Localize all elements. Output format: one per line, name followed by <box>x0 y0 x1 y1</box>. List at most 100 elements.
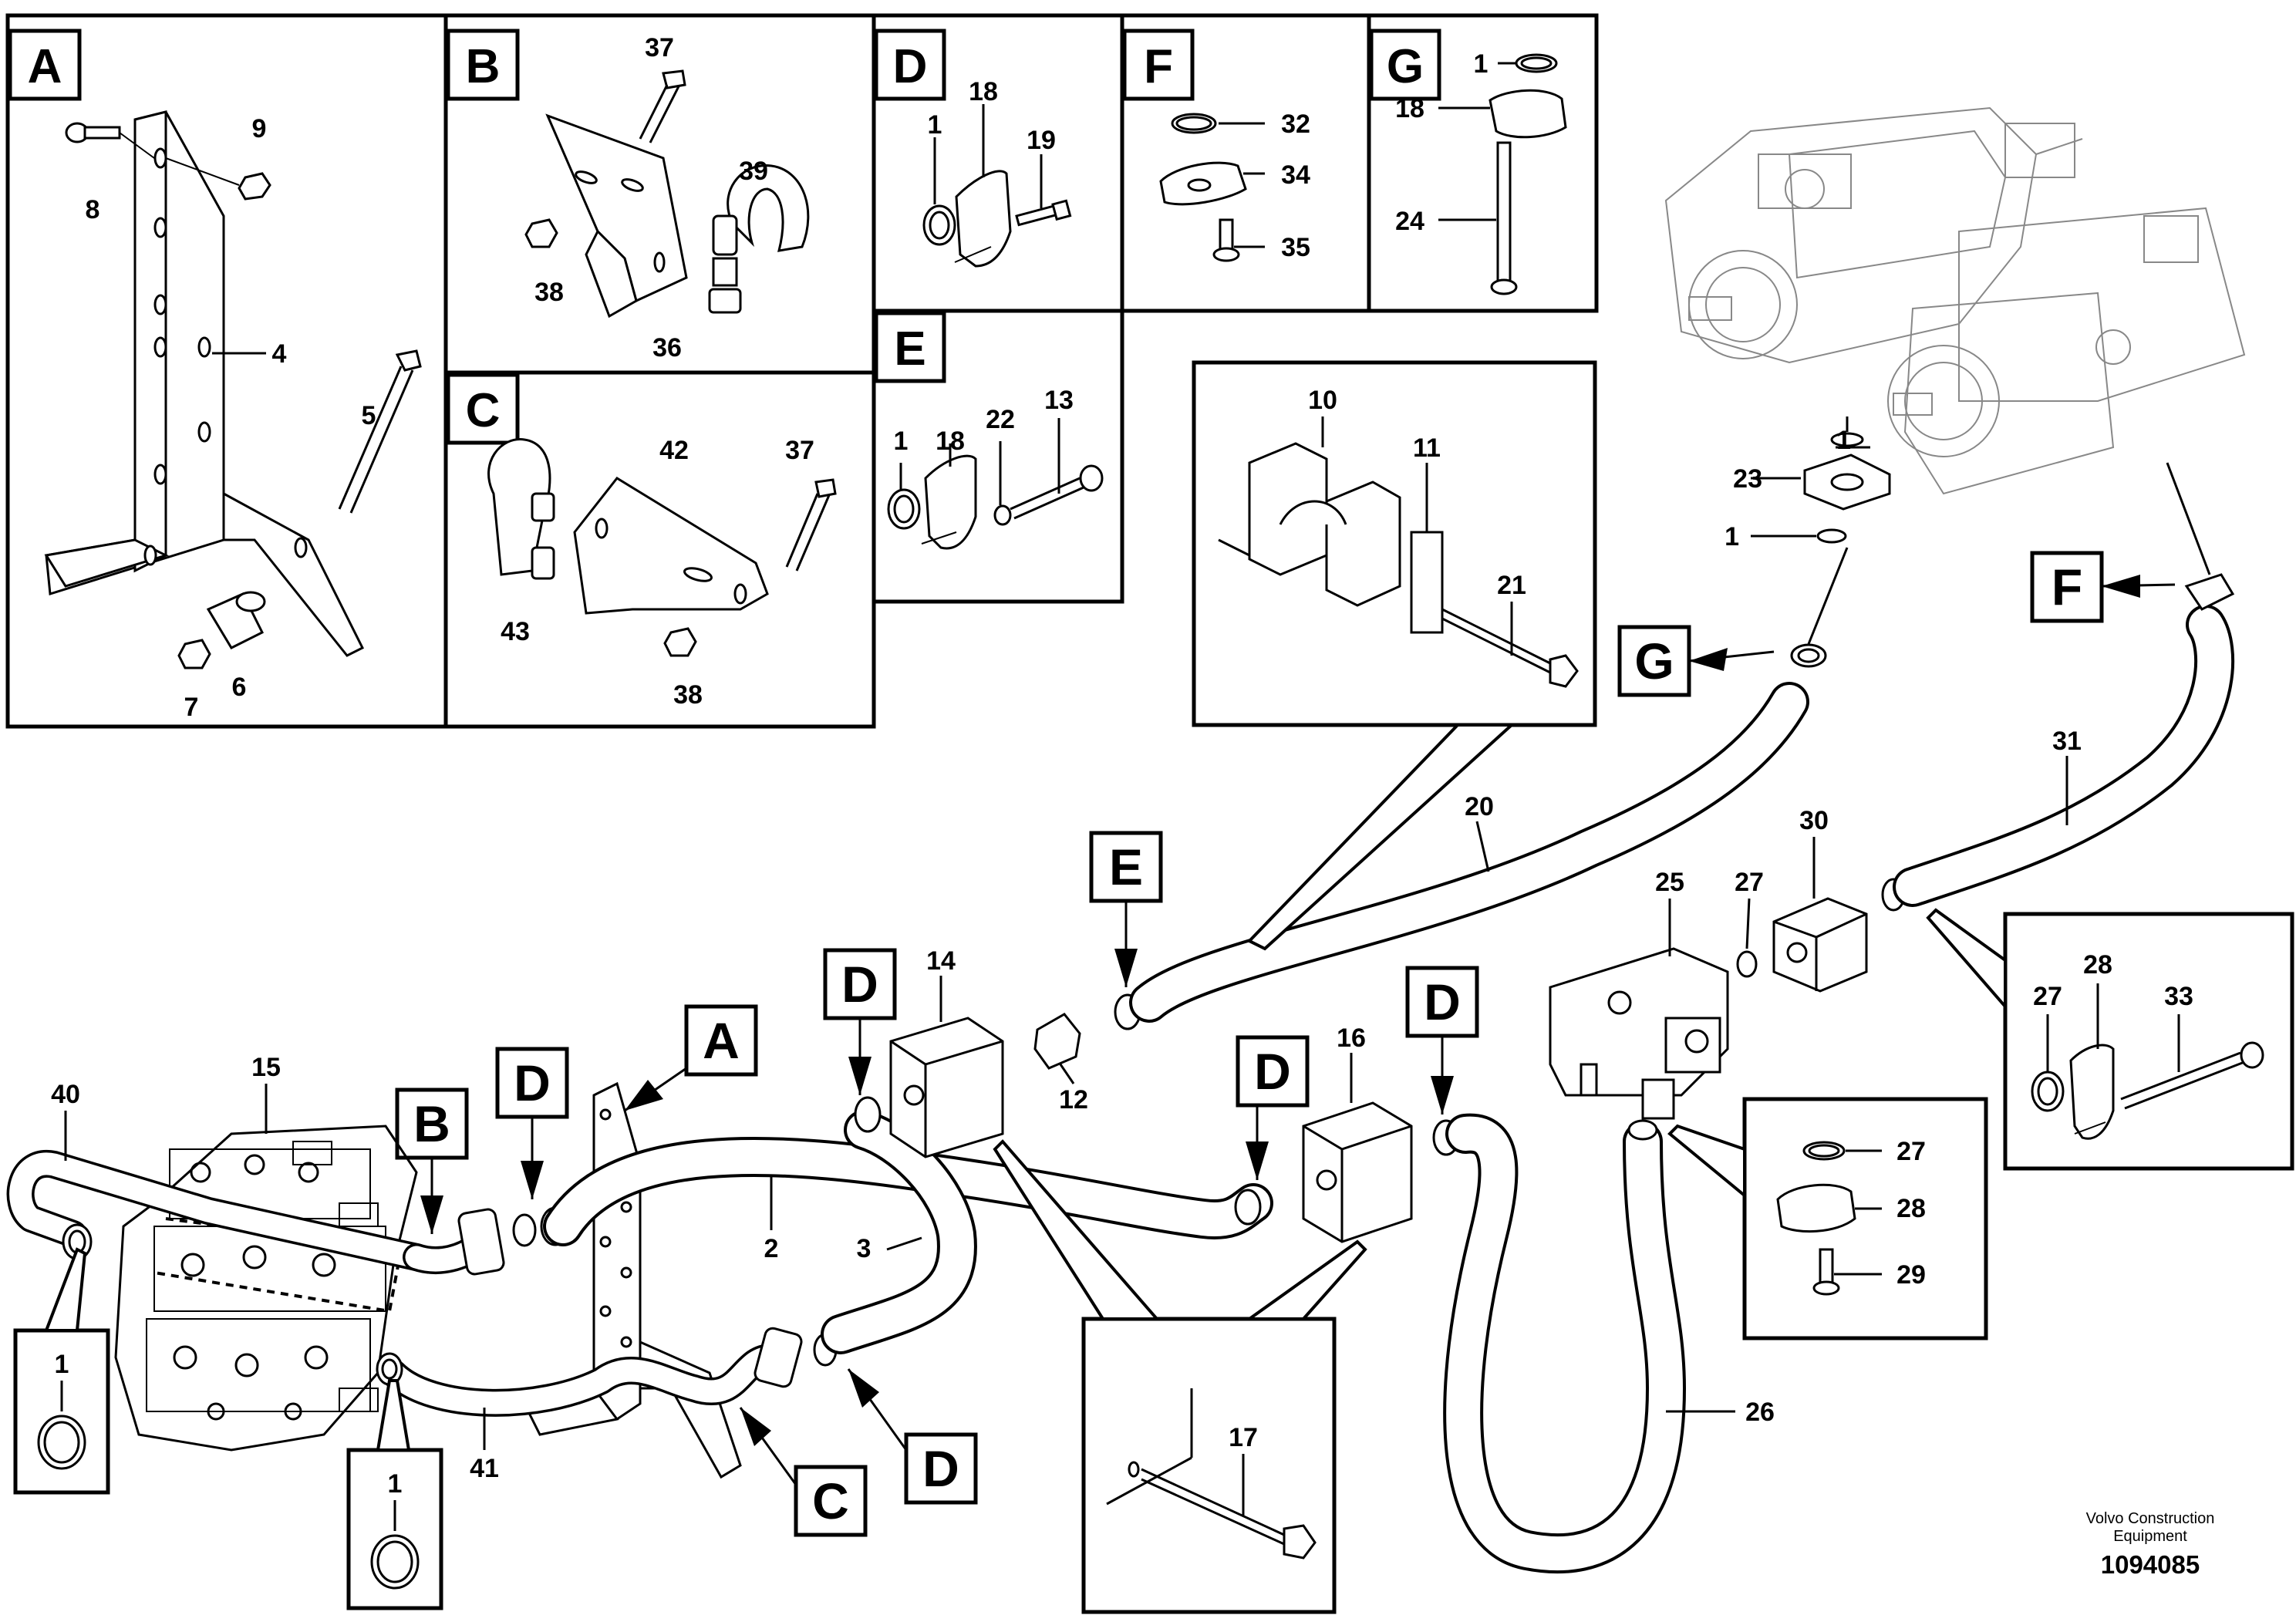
callout-a: A <box>703 1012 740 1069</box>
callout-d-1: D <box>841 956 878 1013</box>
detail-28-box-2 <box>1742 1097 1988 1340</box>
callout-d-2: D <box>1254 1043 1291 1100</box>
panel-f-part-34: 34 <box>1281 160 1310 190</box>
panel-a-part-5: 5 <box>362 401 376 430</box>
panel-b-part-39: 39 <box>739 157 768 186</box>
detail-28-drawing-2 <box>1776 1141 1856 1296</box>
panel-b-label: B <box>466 40 501 93</box>
panel-c-part-38: 38 <box>673 680 703 710</box>
callout-b: B <box>413 1095 450 1152</box>
panel-a-part-6: 6 <box>232 673 247 702</box>
panel-g-part-18: 18 <box>1395 94 1424 123</box>
panel-g-label: G <box>1387 40 1424 93</box>
main-part-1-top: 1 <box>1836 426 1851 455</box>
main-part-31: 31 <box>2052 727 2082 756</box>
panel-a-bracket-drawing <box>44 110 422 669</box>
detail-1-part-33: 33 <box>2164 982 2193 1011</box>
panel-letter-boxes <box>8 29 1441 445</box>
panel-a-part-9: 9 <box>252 114 267 143</box>
callout-d-5: D <box>922 1440 959 1497</box>
main-part-16: 16 <box>1337 1023 1366 1053</box>
callout-e: E <box>1109 838 1143 895</box>
main-part-14: 14 <box>926 946 956 976</box>
panel-a-part-7: 7 <box>184 693 199 722</box>
panel-f-part-32: 32 <box>1281 110 1310 139</box>
main-part-41: 41 <box>470 1454 499 1483</box>
detail-2-part-29: 29 <box>1896 1260 1926 1290</box>
callout-f: F <box>2052 558 2082 615</box>
callout-a-box <box>684 1004 758 1077</box>
adapter-12 <box>1033 1013 1081 1070</box>
panel-frames <box>5 13 1599 729</box>
valve-25 <box>1549 947 1729 1120</box>
panel-a-part-4: 4 <box>272 339 287 369</box>
detail-1-part-28: 28 <box>2083 950 2112 980</box>
panel-c-part-43: 43 <box>501 617 530 646</box>
panel-b-part-37: 37 <box>645 33 674 62</box>
main-part-30: 30 <box>1799 806 1829 835</box>
block-16 <box>1302 1101 1413 1243</box>
panel-e-part-13: 13 <box>1044 386 1074 415</box>
main-part-26: 26 <box>1745 1398 1775 1427</box>
main-part-27: 27 <box>1735 868 1764 897</box>
panel-b-plate-drawing <box>524 69 810 319</box>
panel-e-part-1: 1 <box>894 427 909 456</box>
detail-28-drawing-1 <box>2031 1041 2264 1140</box>
panel-a-label: A <box>28 40 62 93</box>
panel-a-part-8: 8 <box>86 195 100 224</box>
footer-company-line1: Volvo Construction <box>2086 1510 2215 1527</box>
main-part-2: 2 <box>764 1234 779 1263</box>
detail-part-10: 10 <box>1308 386 1337 415</box>
main-part-15: 15 <box>251 1053 281 1082</box>
block-14 <box>889 1017 1004 1158</box>
panel-f-label: F <box>1144 40 1173 93</box>
ring-right-part-1: 1 <box>388 1469 403 1499</box>
main-part-20: 20 <box>1465 792 1494 821</box>
detail-28-box-1 <box>2003 912 2294 1171</box>
hydraulic-pump-drawing <box>1664 106 2246 495</box>
main-part-25: 25 <box>1655 868 1684 897</box>
main-part-23: 23 <box>1733 464 1762 494</box>
panel-b-part-38: 38 <box>534 278 564 307</box>
detail-2-part-28: 28 <box>1896 1194 1926 1223</box>
ring-left-part-1: 1 <box>55 1350 69 1379</box>
detail-part-17: 17 <box>1229 1423 1258 1452</box>
detail-part-21: 21 <box>1497 571 1526 600</box>
main-part-40: 40 <box>51 1080 80 1109</box>
block-30 <box>1772 897 1868 993</box>
callout-c: C <box>812 1472 849 1529</box>
panel-e-part-18: 18 <box>936 427 965 456</box>
main-part-1-mid: 1 <box>1725 522 1739 551</box>
panel-c-part-37: 37 <box>785 436 814 465</box>
panel-g-part-1: 1 <box>1474 49 1489 79</box>
panel-d-part-18: 18 <box>969 77 998 106</box>
detail-1-part-27: 27 <box>2033 982 2062 1011</box>
callout-d-3: D <box>1424 973 1461 1030</box>
panel-f-part-35: 35 <box>1281 233 1310 262</box>
detail-clamp-drawing <box>1218 442 1579 688</box>
callout-g: G <box>1634 632 1674 690</box>
panel-g-part-24: 24 <box>1395 207 1424 236</box>
detail-bolt-drawing <box>1106 1388 1317 1560</box>
main-part-3: 3 <box>857 1234 872 1263</box>
panel-g-drawing <box>1489 53 1567 295</box>
panel-b-part-36: 36 <box>652 333 682 363</box>
panel-c-label: C <box>466 384 501 437</box>
panel-e-part-22: 22 <box>986 405 1015 434</box>
main-part-12: 12 <box>1059 1085 1088 1114</box>
panel-e-label: E <box>894 322 925 376</box>
detail-part-11: 11 <box>1413 433 1441 463</box>
control-valve-drawing <box>114 1125 418 1452</box>
panel-d-drawing <box>922 170 1072 268</box>
footer-drawing-number: 1094085 <box>2101 1550 2200 1579</box>
panel-d-part-19: 19 <box>1027 126 1056 155</box>
callout-d-4: D <box>514 1054 551 1111</box>
panel-c-part-42: 42 <box>659 436 689 465</box>
panel-d-part-1: 1 <box>928 110 942 140</box>
panel-e-drawing <box>887 454 1104 550</box>
detail-2-part-27: 27 <box>1896 1137 1926 1166</box>
detail-bolt-box <box>1081 1317 1337 1614</box>
panel-d-label: D <box>893 40 928 93</box>
footer-company-line2: Equipment <box>2113 1528 2187 1545</box>
